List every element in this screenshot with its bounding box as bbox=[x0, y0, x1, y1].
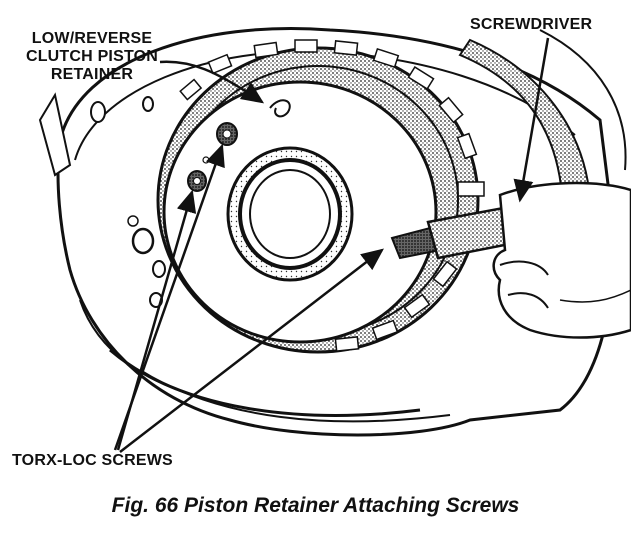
leader-lines bbox=[113, 37, 550, 453]
retainer-label-line1: LOW/REVERSE bbox=[31, 30, 153, 47]
torx-screws-label: TORX-LOC SCREWS bbox=[12, 452, 173, 469]
center-hub bbox=[226, 146, 354, 282]
screwdriver-label: SCREWDRIVER bbox=[470, 16, 593, 33]
retainer-label: LOW/REVERSE CLUTCH PISTON RETAINER bbox=[12, 30, 172, 84]
figure-caption: Fig. 66 Piston Retainer Attaching Screws bbox=[111, 494, 520, 517]
retainer-label-line3: RETAINER bbox=[50, 66, 134, 83]
retainer-label-line2: CLUTCH PISTON bbox=[25, 48, 159, 65]
hand-icon bbox=[492, 181, 631, 339]
